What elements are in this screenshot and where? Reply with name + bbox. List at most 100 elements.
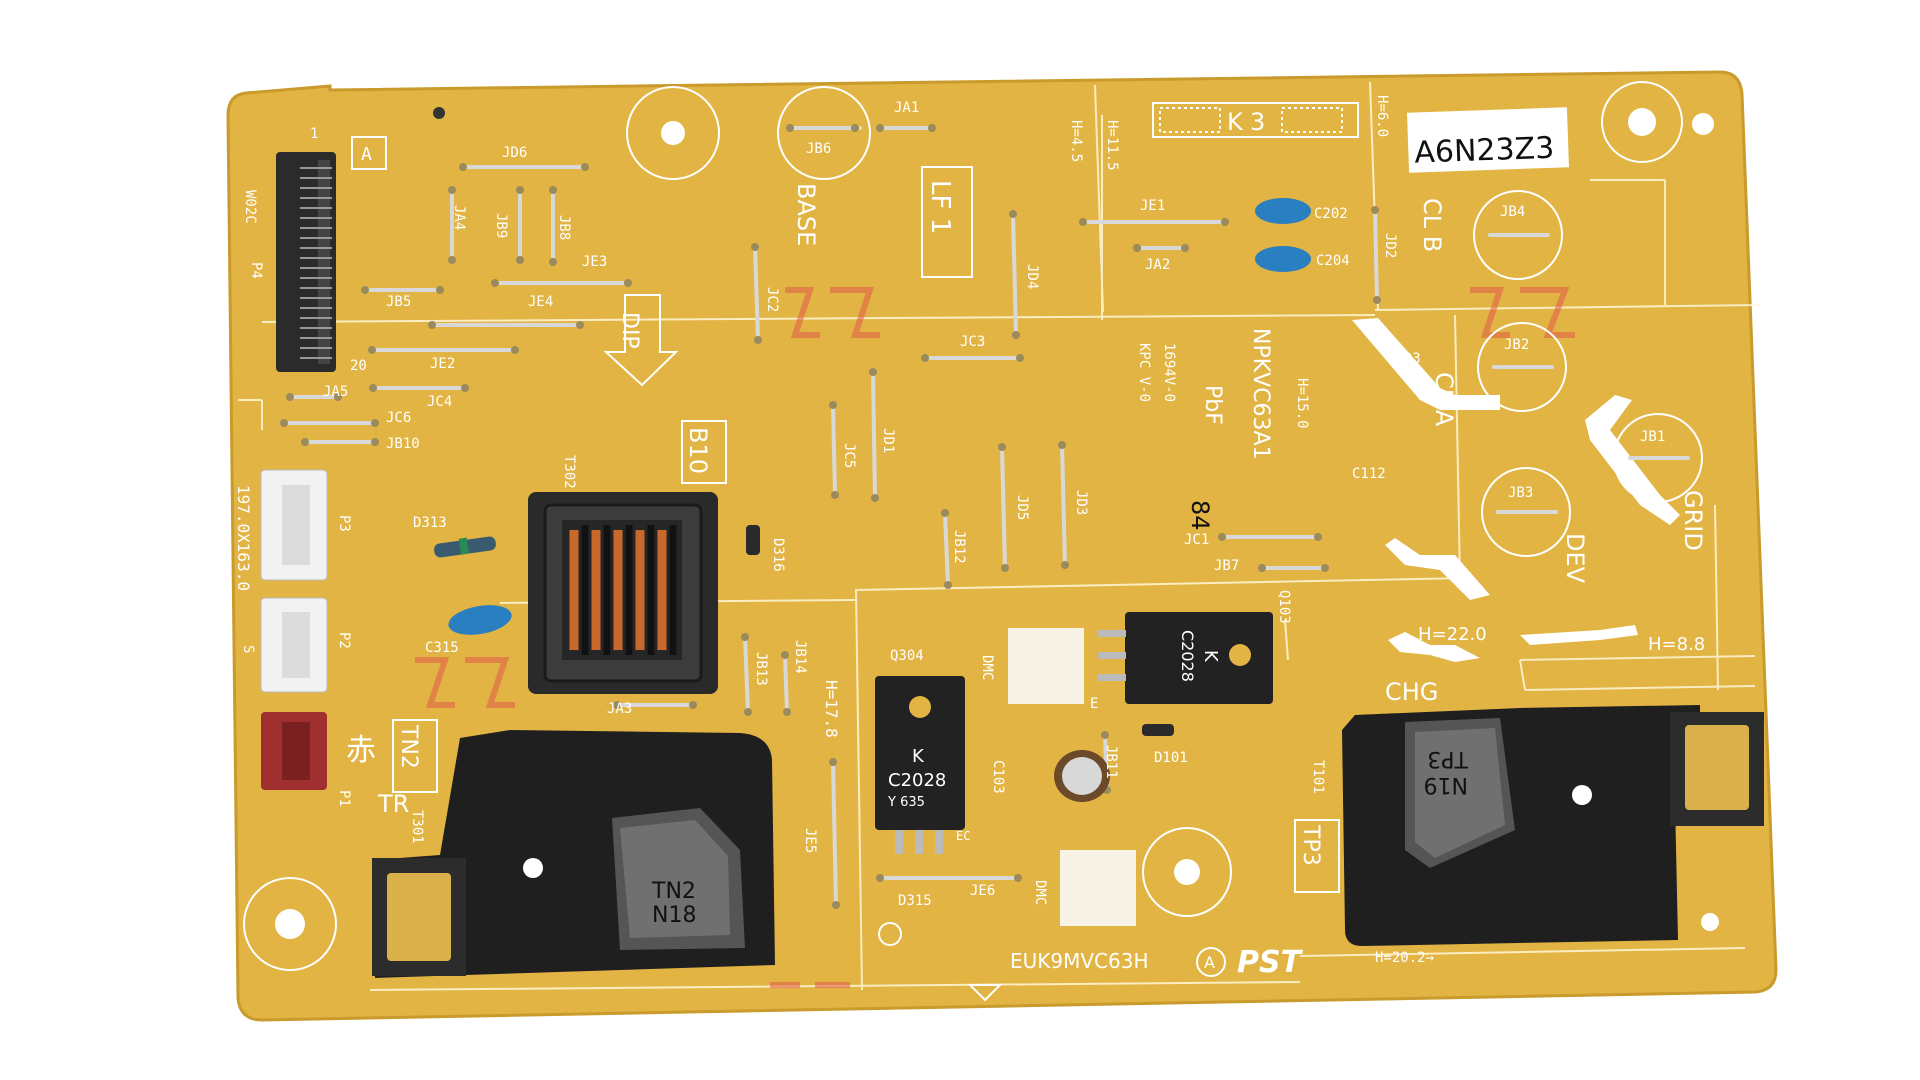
label-jb8: JB8 [556, 215, 572, 240]
label-d315: D315 [898, 893, 932, 909]
label-jd1: JD1 [880, 428, 896, 453]
jumper-pad [876, 874, 884, 882]
label-d101: D101 [1154, 750, 1188, 766]
label-boxes [351, 136, 1340, 977]
label-jb2: JB2 [1504, 337, 1529, 353]
label-pst: PST [1237, 945, 1304, 980]
jumper-pad [781, 651, 789, 659]
label-c204: C204 [1316, 253, 1350, 269]
q304-part-text: C2028 [888, 770, 946, 791]
watermark-logos [415, 287, 1575, 988]
tp3-text: TP3 [1427, 746, 1469, 771]
jumper-pad [869, 368, 877, 376]
label-jb13: JB13 [753, 652, 769, 686]
jumper-pad [491, 279, 499, 287]
jumper-pad [368, 346, 376, 354]
label-jd2: JD2 [1382, 233, 1398, 258]
label-lf1: LF 1 [925, 180, 955, 234]
label-ec-mark: EC [956, 829, 970, 843]
label-e-mark: E [1090, 696, 1098, 712]
jumper-wires [282, 126, 1690, 907]
jumper-wire [1373, 208, 1379, 302]
label-h45: H=4.5 [1068, 120, 1084, 162]
jumper-wire [831, 403, 837, 497]
jumper-pad [428, 321, 436, 329]
n18-text: N18 [652, 903, 696, 928]
jumper-pad [928, 124, 936, 132]
label-v1694: 1694V-0 [1161, 343, 1177, 402]
b84-text: 84 [1186, 500, 1214, 531]
label-jb10: JB10 [386, 436, 420, 452]
label-je4: JE4 [528, 294, 553, 310]
jumper-pad [280, 419, 288, 427]
label-w02c: W02C [242, 190, 258, 224]
jumper-pad [741, 633, 749, 641]
label-q103: Q103 [1276, 590, 1292, 624]
jumper-pad [1012, 331, 1020, 339]
label-c112: C112 [1352, 466, 1386, 482]
label-chg: CHG [1385, 678, 1438, 706]
jumper-pad [1371, 206, 1379, 214]
jumper-pad [1101, 731, 1109, 739]
label-h220: H=22.0 [1418, 624, 1487, 645]
jumper-pad [829, 758, 837, 766]
jumper-wire [1000, 445, 1007, 570]
label-jd6: JD6 [502, 145, 527, 161]
label-jd3: JD3 [1073, 490, 1089, 515]
label-jc2: JC2 [764, 287, 780, 312]
jumper-pad [1061, 561, 1069, 569]
label-h150: H=15.0 [1294, 378, 1310, 429]
label-a-circle: A [1204, 953, 1215, 972]
jumper-pad [851, 124, 859, 132]
label-dmc-upper: DMC [979, 655, 995, 680]
jumper-pad [754, 336, 762, 344]
label-ja3: JA3 [607, 701, 632, 717]
label-grid: GRID [1679, 490, 1707, 551]
label-h115: H=11.5 [1104, 120, 1120, 171]
label-je3: JE3 [582, 254, 607, 270]
label-p2: P2 [336, 632, 352, 649]
label-tr: TR [377, 790, 409, 818]
jumper-pad [624, 279, 632, 287]
jumper-pad [549, 186, 557, 194]
jumper-pad [576, 321, 584, 329]
label-npkvc: NPKVC63A1 [1248, 328, 1273, 460]
label-a-box: A [361, 144, 372, 165]
label-je1: JE1 [1140, 198, 1165, 214]
jumper-pad [1014, 874, 1022, 882]
label-p1: P1 [336, 790, 352, 807]
label-jb14: JB14 [792, 640, 808, 674]
label-c315: C315 [425, 640, 459, 656]
jumper-pad [744, 708, 752, 716]
silkscreen-text: W02C P4 1 20 A JD6 JA4 JB9 JB8 JE3 JB5 J… [234, 95, 1707, 980]
label-euk: EUK9MVC63H [1010, 949, 1149, 973]
jumper-pad [944, 581, 952, 589]
label-jb4: JB4 [1500, 204, 1525, 220]
jumper-wire [753, 245, 760, 342]
label-dip: DIP [617, 312, 642, 349]
label-k-mark: K [1227, 108, 1244, 136]
jumper-pad [459, 163, 467, 171]
label-tn2-box: TN2 [396, 724, 421, 769]
label-c203: C203 [1387, 351, 1421, 367]
transistor-q103 [1098, 612, 1273, 704]
label-t301: T301 [409, 810, 425, 844]
hv-module-tp3 [1342, 705, 1764, 946]
label-je6: JE6 [970, 883, 995, 899]
q103-part-text: C2028 [1178, 630, 1197, 682]
jumper-pad [786, 124, 794, 132]
ceramic-capacitors [448, 198, 1311, 635]
jumper-wire [943, 511, 950, 587]
jumper-pads [280, 124, 1381, 909]
label-dims: 197.0X163.0 [234, 485, 253, 591]
label-jb6: JB6 [806, 141, 831, 157]
label-p4: P4 [248, 262, 264, 279]
jumper-pad [371, 438, 379, 446]
label-c202: C202 [1314, 206, 1348, 222]
label-c103: C103 [990, 760, 1006, 794]
jumper-pad [436, 286, 444, 294]
label-jd5: JD5 [1014, 495, 1030, 520]
label-jb11: JB11 [1103, 745, 1119, 779]
label-jc1: JC1 [1184, 532, 1209, 548]
label-pbf: PbF [1200, 385, 1225, 425]
